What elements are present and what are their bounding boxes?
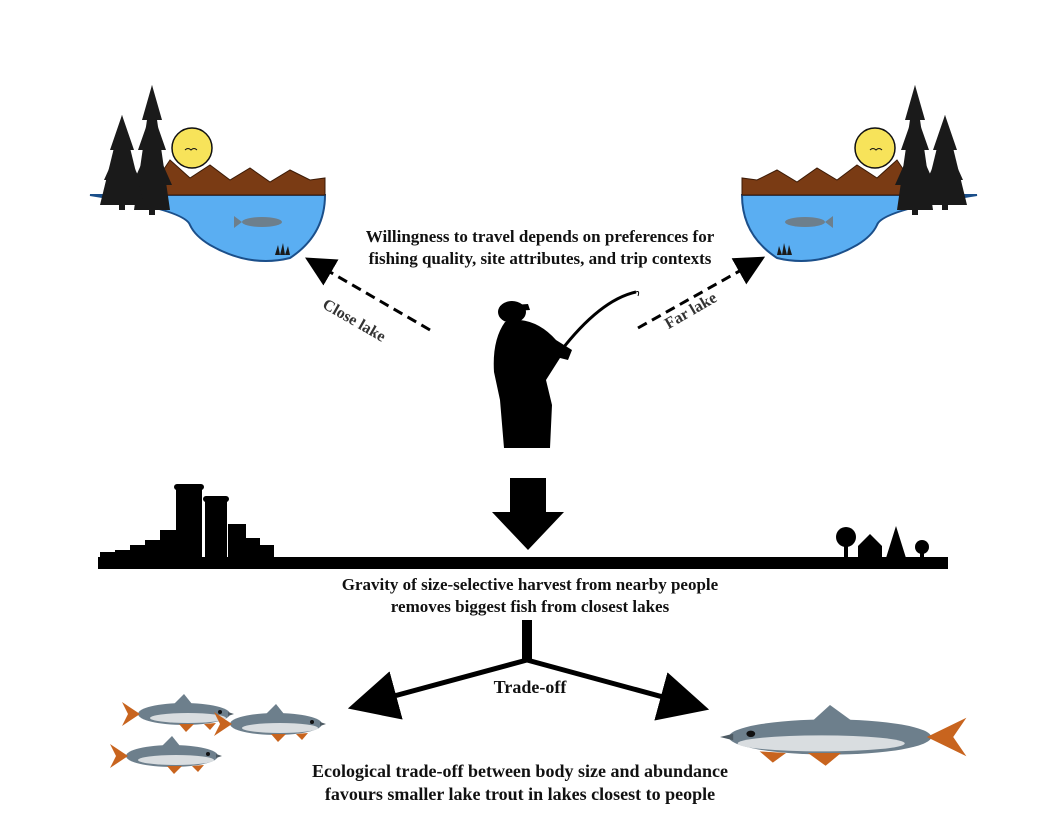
close-lake-arrow [305,257,431,332]
ecological-tradeoff-text: Ecological trade-off between body size a… [250,760,790,806]
tradeoff-arrow-left [347,657,528,720]
close-lake-illustration [89,84,326,263]
far-lake-illustration [741,84,978,263]
far-lake-arrow [637,256,766,330]
gravity-harvest-text: Gravity of size-selective harvest from n… [280,574,780,618]
ecology-text-line1: Ecological trade-off between body size a… [312,761,728,781]
down-arrow-icon [492,478,564,550]
travel-preferences-text: Willingness to travel depends on prefere… [330,226,750,270]
travel-text-line2: fishing quality, site attributes, and tr… [368,249,712,268]
tradeoff-arrow-right [526,657,710,721]
tradeoff-label: Trade-off [493,677,567,697]
ecology-text-line2: favours smaller lake trout in lakes clos… [324,784,716,804]
city-to-countryside-horizon [98,484,948,569]
gravity-text-line2: removes biggest fish from closest lakes [390,597,670,616]
gravity-text-line1: Gravity of size-selective harvest from n… [341,575,719,594]
large-lake-trout [720,705,967,766]
tradeoff-stem [522,620,532,662]
travel-text-line1: Willingness to travel depends on prefere… [365,227,715,246]
angler-silhouette [493,290,640,448]
